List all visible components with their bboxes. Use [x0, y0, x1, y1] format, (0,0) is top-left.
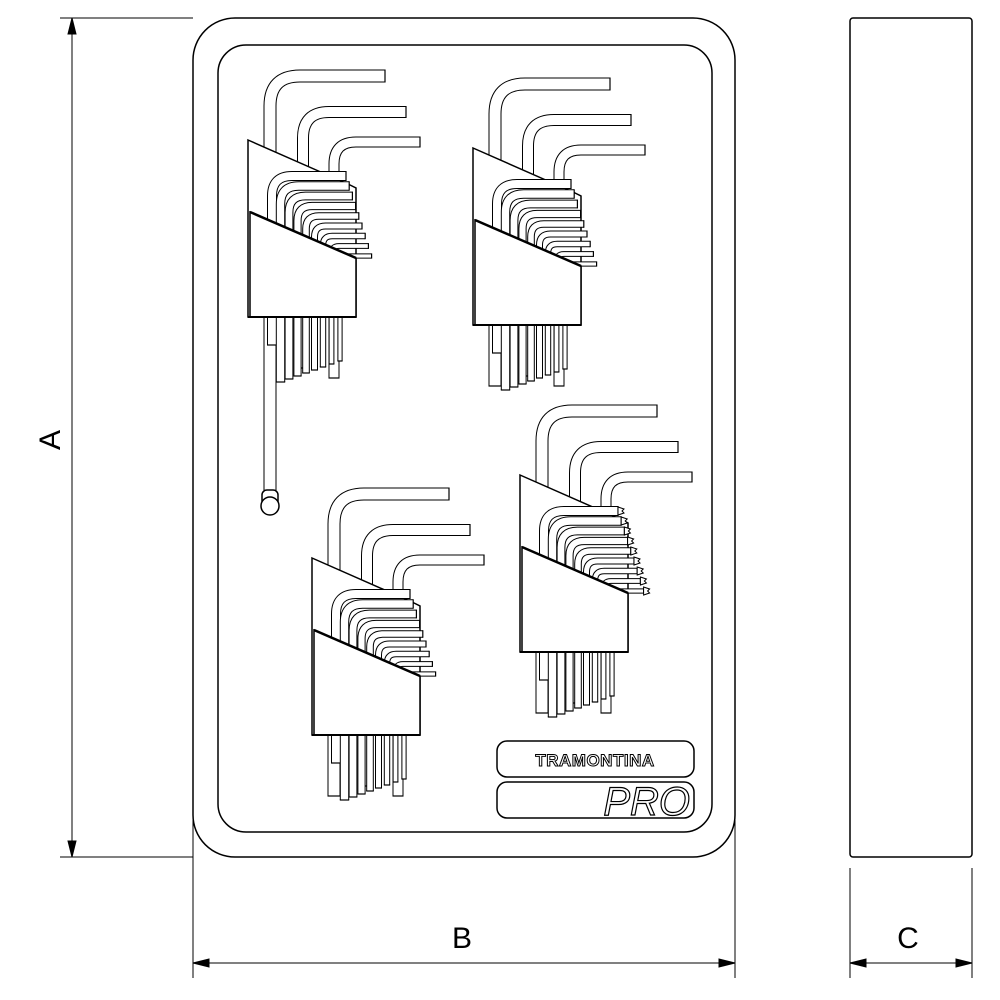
- key-sets: [247, 69, 693, 801]
- logo-brand-text: TRAMONTINA: [535, 751, 654, 770]
- torx-key-set: [519, 404, 693, 718]
- hex-key-set-long: [311, 487, 485, 801]
- logo-pro-text: PRO: [603, 780, 690, 824]
- dimension-label-c: C: [897, 922, 919, 955]
- brand-logo: TRAMONTINA PRO: [496, 740, 695, 825]
- hex-key-set-short: [472, 77, 646, 391]
- case-outer: [192, 17, 736, 858]
- case-inner-tray: [217, 44, 713, 833]
- case-side-view: [849, 17, 973, 858]
- dimension-label-b: B: [452, 922, 472, 955]
- hex-key-set-ball-end: [247, 69, 421, 516]
- dimension-label-a: A: [34, 430, 67, 450]
